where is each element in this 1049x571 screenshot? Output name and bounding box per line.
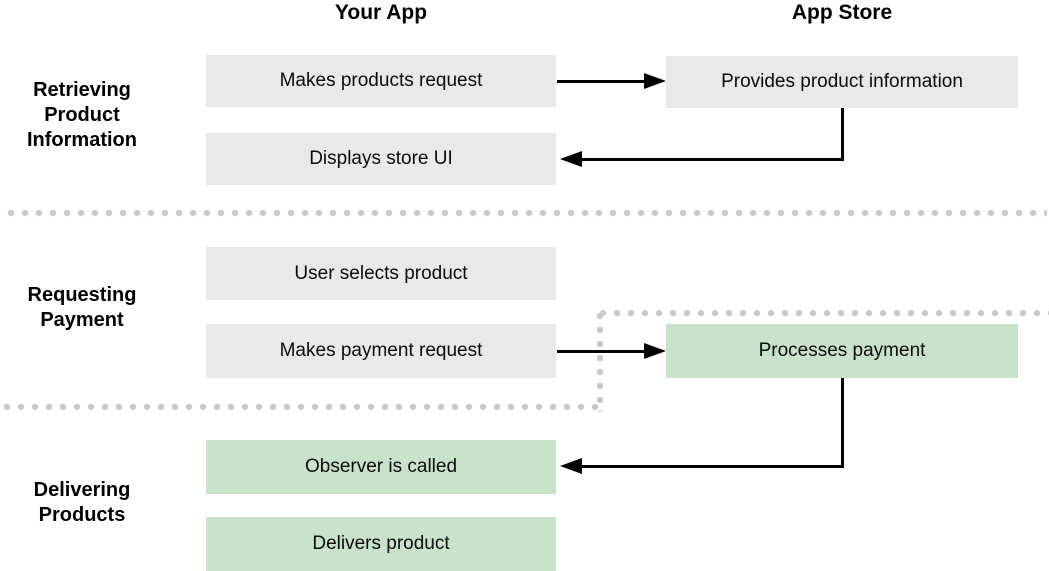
arrow-line (580, 158, 844, 161)
phase-label-retrieving-product-information: Retrieving Product Information (27, 79, 137, 151)
phase-divider-bottom-left-segment (0, 403, 604, 411)
phase-divider-bottom-right-segment (596, 309, 1049, 317)
column-header-app-store: App Store (791, 1, 893, 24)
box-displays-store-ui: Displays store UI (206, 133, 556, 185)
arrowhead-right-icon (644, 73, 666, 89)
column-header-your-app: Your App (334, 1, 428, 24)
box-observer-is-called: Observer is called (206, 440, 556, 494)
phase-divider-vertical-segment (596, 309, 604, 412)
box-makes-products-request: Makes products request (206, 55, 556, 107)
box-makes-payment-request: Makes payment request (206, 324, 556, 378)
phase-divider-top (4, 209, 1047, 217)
arrowhead-right-icon (644, 343, 666, 359)
box-processes-payment: Processes payment (666, 324, 1018, 378)
arrow-line (580, 465, 844, 468)
box-delivers-product: Delivers product (206, 517, 556, 571)
arrow-line (557, 80, 646, 83)
box-user-selects-product: User selects product (206, 247, 556, 300)
box-provides-product-information: Provides product information (666, 56, 1018, 108)
arrowhead-left-icon (560, 458, 582, 474)
arrow-line (841, 108, 844, 161)
phase-label-requesting-payment: Requesting Payment (27, 284, 137, 331)
arrow-line (841, 378, 844, 468)
arrowhead-left-icon (560, 151, 582, 167)
phase-label-delivering-products: Delivering Products (33, 479, 131, 526)
